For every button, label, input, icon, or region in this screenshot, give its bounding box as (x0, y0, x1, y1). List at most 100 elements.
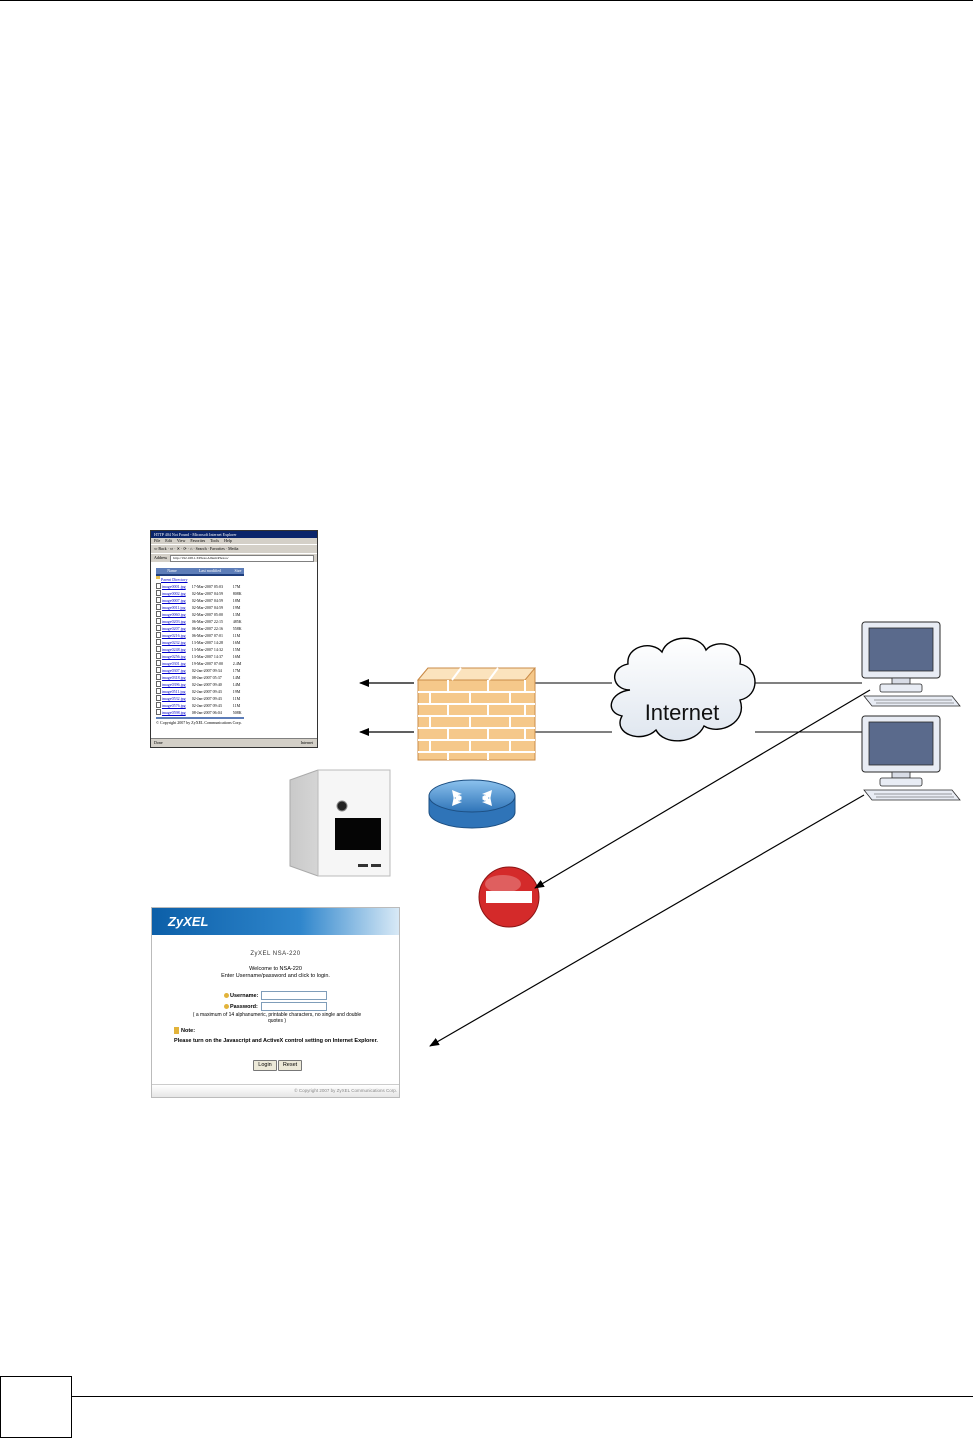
page-number-box (0, 1376, 72, 1438)
browser-statusbar: Done Internet (151, 738, 317, 747)
file-size: 19M (232, 689, 241, 694)
file-size: 16M (232, 654, 241, 659)
browser-toolbar: ⇦ Back · ⇨ · ✕ · ⟳ · ⌂ · Search · Favori… (151, 544, 317, 553)
file-icon (156, 667, 161, 673)
login-hint-line2: quotes ) (267, 1018, 287, 1024)
file-date: 02-Jan-2007 09:40 (191, 682, 222, 687)
listing-footer-bar (156, 717, 244, 719)
address-field: http://192.168.1.3/PhotoAlbum/Photos/ (170, 554, 314, 562)
internet-cloud-icon (610, 637, 756, 742)
file-name: image0060.jpg (161, 612, 186, 617)
file-size: 11M (232, 633, 241, 638)
file-icon (156, 653, 161, 659)
file-name: image0396.jpg (161, 682, 186, 687)
column-name: Name (167, 568, 177, 573)
file-size: 14M (232, 675, 241, 680)
file-size: 13M (232, 612, 241, 617)
file-name: image0011.jpg (161, 605, 186, 610)
file-date: 02-Jan-2007 09:43 (191, 696, 222, 701)
file-date: 06-Mar-2007 22:15 (191, 619, 224, 624)
reset-button: Reset (278, 1060, 302, 1071)
no-entry-icon (478, 866, 540, 928)
login-banner: ZyXEL (152, 908, 399, 935)
file-date: 08-Jan-2007 05:37 (191, 675, 222, 680)
arrow-allowed-access (429, 794, 865, 1047)
file-icon (156, 681, 161, 687)
password-label: Password: (230, 1003, 258, 1010)
file-icon (156, 583, 161, 589)
file-date: 02-Mar-2007 04:59 (191, 598, 224, 603)
file-name: image0598.jpg (161, 710, 186, 715)
login-hint-line1: ( a maximum of 14 alphanumeric, printabl… (192, 1012, 362, 1018)
file-date: 02-Mar-2007 04:59 (191, 591, 224, 596)
username-row: Username: (224, 991, 328, 1000)
browser-content: Name Last modified Size Parent Directory… (151, 563, 317, 738)
browser-addressbar: Address http://192.168.1.3/PhotoAlbum/Ph… (151, 553, 317, 562)
listing-copyright: © Copyright 2007 by ZyXEL Communications… (156, 720, 242, 725)
browser-menu-item: Help (224, 538, 232, 543)
file-icon (156, 590, 161, 596)
file-name: image0511.jpg (161, 689, 186, 694)
username-field (261, 991, 328, 1000)
login-welcome: Welcome to NSA-220 (249, 966, 302, 972)
file-icon (156, 632, 161, 638)
file-name: image0001.jpg (161, 584, 186, 589)
file-date: 17-Mar-2007 05:03 (191, 584, 224, 589)
file-size: 11M (232, 703, 241, 708)
username-label: Username: (230, 992, 259, 999)
folder-icon (156, 576, 160, 579)
file-name: image0576.jpg (161, 703, 186, 708)
file-date: 02-Mar-2007 04:59 (191, 605, 224, 610)
file-icon (156, 639, 161, 645)
header-rule (0, 0, 973, 1)
router-icon (428, 779, 516, 829)
arrow-blocked-access (534, 689, 871, 889)
status-text: Done (154, 740, 163, 745)
file-size: 14M (232, 682, 241, 687)
file-date: 06-Mar-2007 22:16 (191, 626, 224, 631)
file-date: 02-Jan-2007 09:34 (191, 668, 222, 673)
column-last-modified: Last modified (198, 568, 222, 573)
file-size: 17M (232, 668, 241, 673)
file-name: image0248.jpg (161, 647, 186, 652)
file-icon (156, 688, 161, 694)
file-date: 02-Jan-2007 09:43 (191, 689, 222, 694)
file-date: 13-Mar-2007 14:37 (191, 654, 224, 659)
file-row: image0511.jpg 02-Jan-2007 09:43 19M (156, 688, 244, 695)
file-size: 485K (232, 619, 242, 624)
file-name: image0203.jpg (161, 619, 186, 624)
file-icon (156, 702, 161, 708)
internet-label: Internet (644, 700, 720, 725)
browser-menu-item: Favorites (190, 538, 206, 543)
file-icon (156, 604, 161, 610)
note-title: Note: (181, 1027, 196, 1034)
file-date: 02-Mar-2007 05:00 (191, 612, 224, 617)
file-icon (156, 660, 161, 666)
file-icon (156, 618, 161, 624)
file-date: 19-Mar-2007 07:00 (191, 661, 224, 666)
browser-window-directory-listing: HTTP 404 Not Found - Microsoft Internet … (150, 530, 318, 748)
nsa-storage-icon (289, 769, 391, 877)
file-size: 808K (232, 591, 242, 596)
listing-header: Name Last modified Size (156, 568, 244, 576)
browser-title: HTTP 404 Not Found - Microsoft Internet … (151, 531, 317, 538)
parent-directory-link: Parent Directory (161, 577, 188, 582)
file-name: image0301.jpg (161, 661, 186, 666)
firewall-icon (416, 667, 537, 761)
file-row: image0011.jpg 02-Mar-2007 04:59 19M (156, 604, 244, 611)
file-row: image0060.jpg 02-Mar-2007 05:00 13M (156, 611, 244, 618)
file-name: image0532.jpg (161, 696, 186, 701)
file-size: 19M (232, 605, 241, 610)
note-heading: Note: (174, 1027, 195, 1034)
file-date: 13-Mar-2007 14:32 (191, 647, 224, 652)
browser-menu-item: File (154, 538, 161, 543)
file-size: 508K (232, 710, 242, 715)
file-name: image0007.jpg (161, 598, 186, 603)
